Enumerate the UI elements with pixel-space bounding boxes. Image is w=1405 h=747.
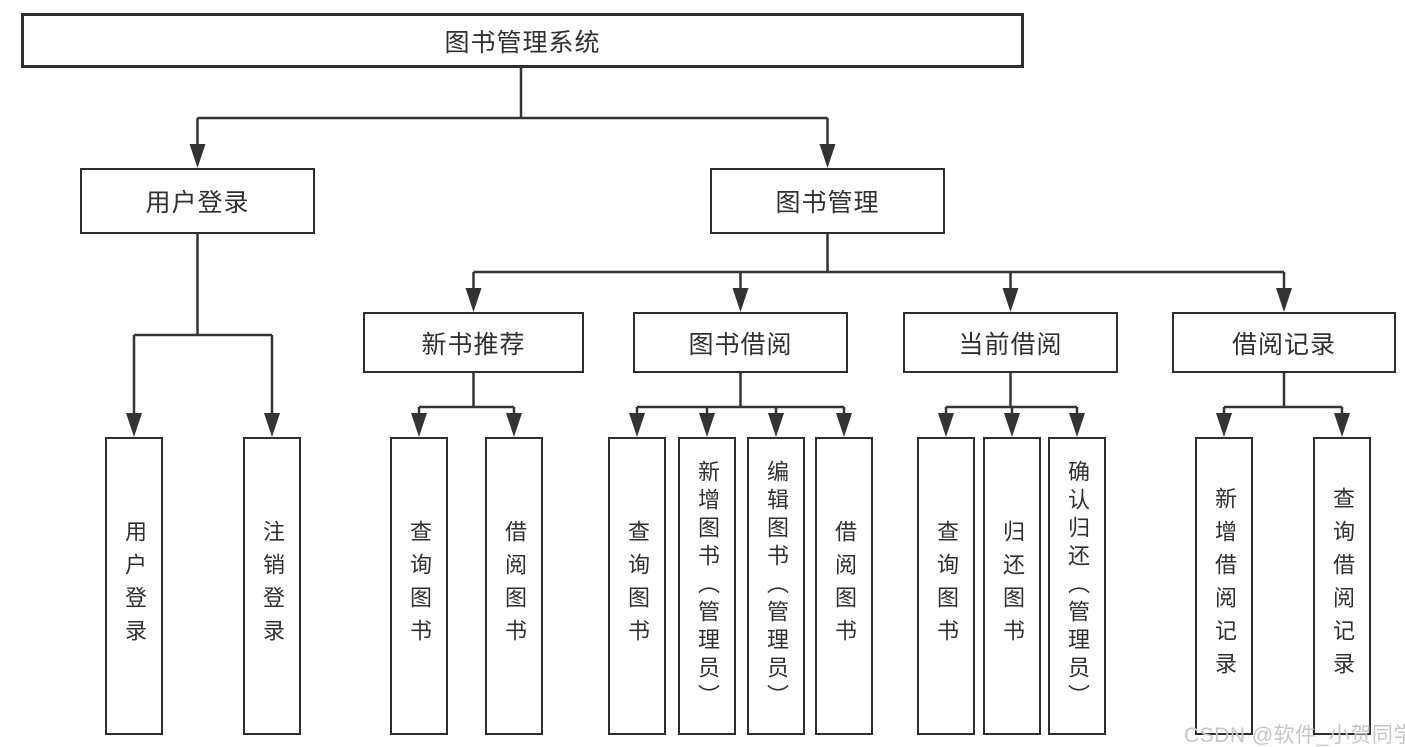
- node-new-book-recommend: 新书推荐: [363, 312, 584, 373]
- connector-user-login-to-leaves: [126, 234, 280, 437]
- leaf-recommend-borrow-books: 借阅图书: [485, 437, 543, 735]
- node-user-login: 用户登录: [80, 168, 315, 234]
- leaf-records-query-record: 查询借阅记录: [1313, 437, 1371, 735]
- connector-book-mgmt-to-level3: [465, 234, 1292, 312]
- leaf-current-query-books: 查询图书: [917, 437, 975, 735]
- leaf-borrow-query-books: 查询图书: [608, 437, 666, 735]
- csdn-watermark: CSDN @软件_小贺同学: [1184, 724, 1405, 747]
- leaf-current-confirm-return-admin: 确认归还（管理员）: [1048, 437, 1106, 735]
- node-current-borrow: 当前借阅: [903, 312, 1118, 373]
- connector-records-to-leaves: [1216, 373, 1350, 437]
- node-book-borrow: 图书借阅: [633, 312, 848, 373]
- connector-borrow-to-leaves: [629, 373, 852, 437]
- leaf-borrow-edit-books-admin: 编辑图书（管理员）: [747, 437, 805, 735]
- leaf-borrow-add-books-admin: 新增图书（管理员）: [678, 437, 736, 735]
- node-book-management: 图书管理: [710, 168, 945, 234]
- connector-recommend-to-leaves: [411, 373, 522, 437]
- leaf-records-add-record: 新增借阅记录: [1195, 437, 1253, 735]
- leaf-user-login: 用户登录: [105, 437, 163, 735]
- connector-current-to-leaves: [938, 373, 1085, 437]
- node-root: 图书管理系统: [21, 13, 1024, 68]
- leaf-current-return-books: 归还图书: [983, 437, 1041, 735]
- connector-root-to-level2: [189, 68, 836, 168]
- leaf-borrow-borrow-books: 借阅图书: [815, 437, 873, 735]
- leaf-recommend-query-books: 查询图书: [390, 437, 448, 735]
- leaf-logout: 注销登录: [243, 437, 301, 735]
- node-borrow-records: 借阅记录: [1172, 312, 1396, 373]
